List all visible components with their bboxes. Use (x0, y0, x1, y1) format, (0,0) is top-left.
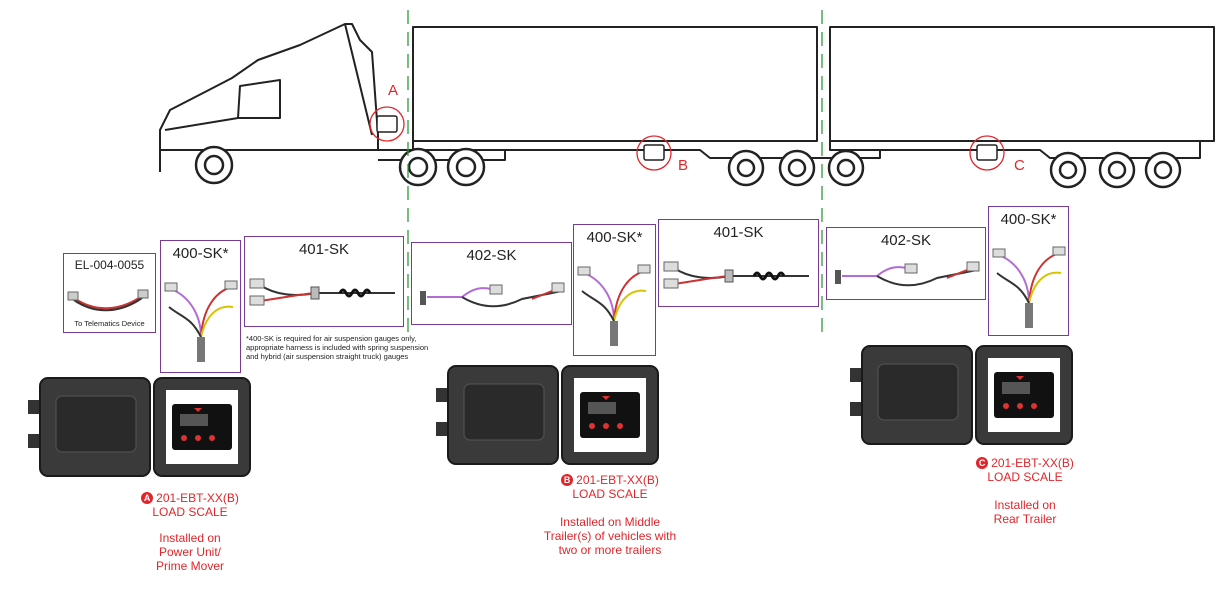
unit-c-model: 201-EBT-XX(B) (991, 456, 1074, 470)
unit-b-install-line-3: two or more trailers (558, 543, 662, 557)
footnote-line-1: *400-SK is required for air suspension g… (246, 334, 417, 343)
harness-400-sk-c: 400-SK* (988, 206, 1069, 336)
harness-400-sk-b: 400-SK* (573, 224, 656, 356)
unit-a-install-line-2: Power Unit/ (158, 545, 222, 559)
truck-hood-line (164, 117, 239, 131)
truck-frame (378, 149, 506, 161)
unit-a-install-line-3: Prime Mover (155, 559, 224, 573)
cable-illustration (67, 289, 149, 312)
unit-b-install-line-2: Trailer(s) of vehicles with (543, 529, 677, 543)
harness-footnote: *400-SK is required for air suspension g… (246, 334, 428, 361)
trailer-two-chassis (829, 141, 1201, 159)
unit-b-type: LOAD SCALE (572, 487, 648, 501)
unit-b-badge: B (561, 474, 574, 486)
cable-illustration (420, 282, 565, 308)
harness-402-sk-b: 402-SK (826, 227, 986, 300)
trailer-two-box (829, 26, 1215, 142)
harness-label: 401-SK (298, 241, 350, 258)
truck-cab (159, 23, 379, 172)
unit-c-badge: C (976, 457, 989, 469)
unit-c-type: LOAD SCALE (987, 470, 1063, 484)
unit-a-badge: A (141, 492, 154, 504)
cable-illustration (992, 246, 1066, 328)
location-marker-b: B (678, 157, 689, 174)
unit-a-model: 201-EBT-XX(B) (156, 491, 239, 505)
harness-sublabel: To Telematics Device (74, 319, 145, 328)
cable-illustration (249, 278, 395, 306)
unit-b-model: 201-EBT-XX(B) (576, 473, 659, 487)
harness-401-sk-a: 401-SK (244, 236, 404, 327)
wheels (194, 145, 1182, 189)
load-scale-unit-b (436, 365, 659, 465)
footnote-line-2: appropriate harness is included with spr… (246, 343, 429, 352)
harness-el-004-0055: EL-004-0055 To Telematics Device (63, 253, 156, 333)
truck-double-trailer-illustration (159, 23, 1215, 189)
harness-label: 402-SK (880, 232, 932, 249)
harness-401-sk-b: 401-SK (658, 219, 819, 307)
harness-label: 400-SK* (172, 245, 229, 262)
unit-c-install-line-2: Rear Trailer (993, 512, 1057, 526)
load-scale-unit-a (28, 377, 251, 477)
harness-label: 402-SK (466, 247, 517, 264)
unit-a-install-line-1: Installed on (159, 531, 221, 545)
harness-label: 401-SK (713, 224, 764, 241)
unit-c-install-line-1: Installed on (994, 498, 1056, 512)
location-marker-c: C (1014, 157, 1025, 174)
harness-label: EL-004-0055 (74, 258, 145, 272)
location-marker-a: A (388, 82, 399, 99)
harness-400-sk-a: 400-SK* (160, 240, 241, 373)
harness-label: 400-SK* (586, 229, 643, 246)
cable-illustration (164, 280, 238, 362)
location-marker-b-ring (636, 135, 672, 171)
cable-illustration (663, 261, 809, 289)
harness-label: 400-SK* (1000, 211, 1057, 228)
cable-illustration (835, 261, 980, 287)
load-scale-unit-c (850, 345, 1073, 445)
truck-cab-window (237, 79, 281, 119)
location-marker-a-ring (369, 106, 405, 142)
unit-b-install-line-1: Installed on Middle (559, 515, 661, 529)
trailer-one-box (412, 26, 818, 142)
footnote-line-3: and hybrid (air suspension straight truc… (246, 352, 409, 361)
cable-illustration (577, 264, 651, 346)
unit-a-type: LOAD SCALE (152, 505, 228, 519)
harness-402-sk-a: 402-SK (411, 242, 572, 325)
location-marker-c-ring (969, 135, 1005, 171)
